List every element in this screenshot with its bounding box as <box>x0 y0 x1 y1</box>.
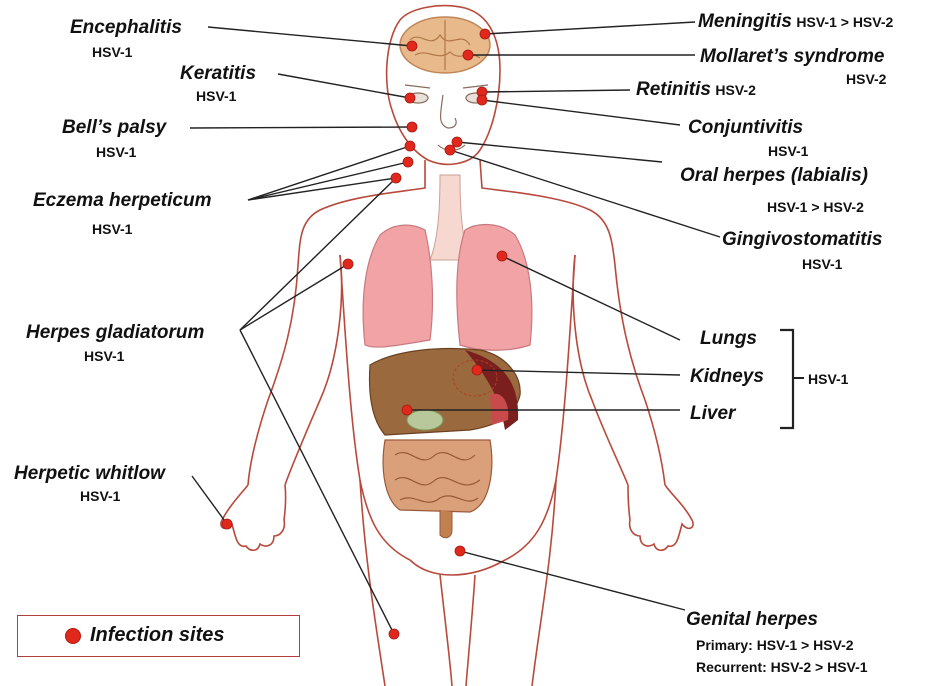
infection-dot-eczema-2 <box>403 157 413 167</box>
infection-dot-gladiatorum-arm <box>343 259 353 269</box>
sub-visceral-group: HSV-1 <box>808 371 848 387</box>
infection-dot-kidneys <box>472 365 482 375</box>
label-eczema-herpeticum: Eczema herpeticum <box>33 190 211 212</box>
label-encephalitis: Encephalitis <box>70 17 182 39</box>
label-liver: Liver <box>690 403 735 425</box>
infection-dot-oral-herpes <box>452 137 462 147</box>
infection-dot-meningitis <box>480 29 490 39</box>
body-outline <box>221 6 693 686</box>
infection-dot-keratitis <box>405 93 415 103</box>
label-meningitis: Meningitis <box>698 11 792 32</box>
infection-dot-mollaret <box>463 50 473 60</box>
infection-dot-genital <box>455 546 465 556</box>
label-lungs: Lungs <box>700 328 757 350</box>
label-conjuntivitis: Conjuntivitis <box>688 117 803 139</box>
infection-dot-conjuntivitis <box>477 95 487 105</box>
label-herpetic-whitlow: Herpetic whitlow <box>14 463 165 485</box>
sub-oral-herpes: HSV-1 > HSV-2 <box>767 199 864 215</box>
infection-dot-eczema-1 <box>405 141 415 151</box>
sub-meningitis: HSV-1 > HSV-2 <box>796 14 893 30</box>
sub-genital-primary: Primary: HSV-1 > HSV-2 <box>696 637 854 653</box>
sub-mollarets-syndrome: HSV-2 <box>846 71 886 87</box>
label-genital-herpes: Genital herpes <box>686 609 818 631</box>
label-oral-herpes: Oral herpes (labialis) <box>680 165 868 187</box>
sub-gingivostomatitis: HSV-1 <box>802 256 842 272</box>
sub-bells-palsy: HSV-1 <box>96 144 136 160</box>
intestines-shape <box>383 440 492 538</box>
sub-genital-recurrent: Recurrent: HSV-2 > HSV-1 <box>696 659 868 675</box>
legend: Infection sites <box>17 615 300 657</box>
label-gingivostomatitis: Gingivostomatitis <box>722 229 882 251</box>
sub-herpes-gladiatorum: HSV-1 <box>84 348 124 364</box>
infection-dot-bells-palsy <box>407 122 417 132</box>
infection-dot-lungs <box>497 251 507 261</box>
infection-dot-gladiatorum-leg <box>389 629 399 639</box>
sub-herpetic-whitlow: HSV-1 <box>80 488 120 504</box>
infection-dot-encephalitis <box>407 41 417 51</box>
sub-conjuntivitis: HSV-1 <box>768 143 808 159</box>
sub-retinitis: HSV-2 <box>715 82 755 98</box>
label-mollarets-syndrome: Mollaret’s syndrome <box>700 46 884 68</box>
legend-dot-icon <box>66 629 80 643</box>
label-retinitis: Retinitis <box>636 79 711 100</box>
meningitis-group: Meningitis HSV-1 > HSV-2 <box>698 11 893 33</box>
sub-keratitis: HSV-1 <box>196 88 236 104</box>
infection-dot-eczema-3 <box>391 173 401 183</box>
legend-label: Infection sites <box>90 624 224 647</box>
infection-dot-liver <box>402 405 412 415</box>
sub-encephalitis: HSV-1 <box>92 44 132 60</box>
infection-dot-gingivostomatitis <box>445 145 455 155</box>
abdominal-organs-shape <box>370 349 521 435</box>
sub-eczema-herpeticum: HSV-1 <box>92 221 132 237</box>
infection-dot-whitlow <box>222 519 232 529</box>
retinitis-group: Retinitis HSV-2 <box>636 79 756 101</box>
label-bells-palsy: Bell’s palsy <box>62 117 166 139</box>
label-keratitis: Keratitis <box>180 63 256 85</box>
label-kidneys: Kidneys <box>690 366 764 388</box>
label-herpes-gladiatorum: Herpes gladiatorum <box>26 322 204 344</box>
